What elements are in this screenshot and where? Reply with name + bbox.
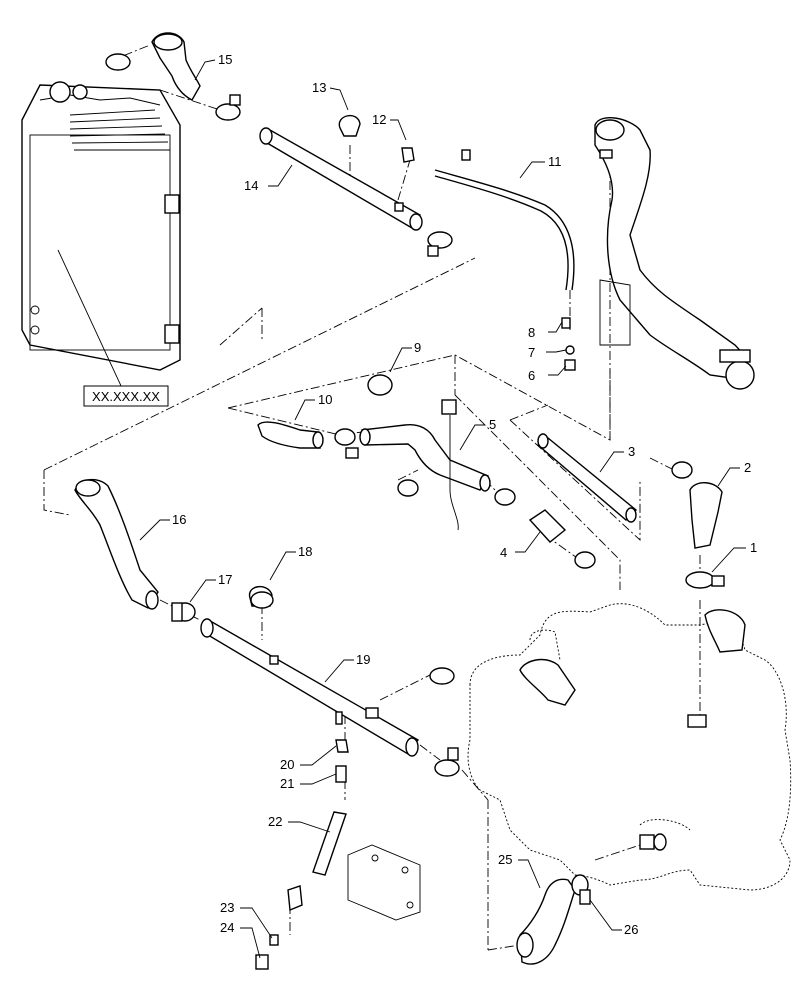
sensor-wire [449, 415, 459, 531]
callout-5[interactable]: 5 [489, 417, 496, 432]
callout-9[interactable]: 9 [414, 340, 421, 355]
callout-16[interactable]: 16 [172, 512, 186, 527]
hose-2 [689, 482, 723, 549]
callout-2[interactable]: 2 [744, 460, 751, 475]
engine-port [687, 714, 707, 728]
callout-20[interactable]: 20 [280, 757, 294, 772]
clamp-5 [494, 488, 516, 506]
callout-7[interactable]: 7 [528, 345, 535, 360]
coupler-4 [528, 509, 567, 543]
clamp-14 [427, 231, 453, 249]
callout-3[interactable]: 3 [628, 444, 635, 459]
callout-21[interactable]: 21 [280, 776, 294, 791]
assembly-lines [43, 44, 701, 951]
plug-6 [564, 359, 576, 371]
cap-24 [255, 954, 269, 970]
valve [287, 885, 303, 912]
engine-outlet [704, 609, 746, 653]
tube-3 [536, 433, 638, 523]
callout-23[interactable]: 23 [220, 900, 234, 915]
engine-inlet [519, 658, 576, 706]
clamp-1 [685, 571, 715, 589]
fitting-21 [335, 765, 347, 783]
clamp-15b [215, 103, 241, 121]
callout-11[interactable]: 11 [548, 154, 562, 169]
callout-14[interactable]: 14 [244, 178, 258, 193]
callout-8[interactable]: 8 [528, 325, 535, 340]
elbow-5 [361, 423, 489, 491]
tube-19 [200, 618, 420, 757]
callout-24[interactable]: 24 [220, 920, 234, 935]
leaders [139, 59, 746, 959]
oring-5 [397, 479, 419, 497]
callout-26[interactable]: 26 [624, 922, 638, 937]
callout-4[interactable]: 4 [500, 545, 507, 560]
callout-12[interactable]: 12 [372, 112, 386, 127]
callout-22[interactable]: 22 [268, 814, 282, 829]
fitting-20 [335, 739, 349, 753]
callouts: 1 2 3 4 5 6 7 8 9 10 11 12 13 14 15 16 1… [172, 52, 757, 937]
clamp-2 [671, 461, 693, 479]
callout-19[interactable]: 19 [356, 652, 370, 667]
clamp-15a [105, 53, 131, 71]
callout-25[interactable]: 25 [498, 852, 512, 867]
hose-10 [257, 421, 321, 449]
fitting-12 [401, 147, 415, 163]
reference-box[interactable]: XX.XXX.XX [57, 249, 169, 407]
washer-7 [565, 345, 575, 355]
oring-9 [367, 374, 393, 396]
hose-22 [312, 811, 347, 876]
clamp-4 [574, 551, 596, 569]
callout-17[interactable]: 17 [218, 572, 232, 587]
hose-16 [74, 479, 159, 609]
clamp-10 [334, 428, 356, 446]
callout-15[interactable]: 15 [218, 52, 232, 67]
callout-1[interactable]: 1 [750, 540, 757, 555]
intake-duct [594, 117, 755, 390]
radiator [21, 81, 181, 371]
clamp-19b [434, 759, 460, 777]
callout-18[interactable]: 18 [298, 544, 312, 559]
pipe-11 [434, 169, 575, 291]
fitting-23 [269, 934, 279, 946]
callout-6[interactable]: 6 [528, 368, 535, 383]
tube-14 [259, 127, 423, 231]
callout-13[interactable]: 13 [312, 80, 326, 95]
clamp-19a [429, 667, 455, 685]
radiator-fins [69, 109, 170, 151]
bracket-plate [347, 844, 421, 921]
reference-box-label: XX.XXX.XX [92, 389, 160, 404]
callout-10[interactable]: 10 [318, 392, 332, 407]
fitting-8 [561, 317, 571, 329]
clip-13 [338, 114, 361, 137]
